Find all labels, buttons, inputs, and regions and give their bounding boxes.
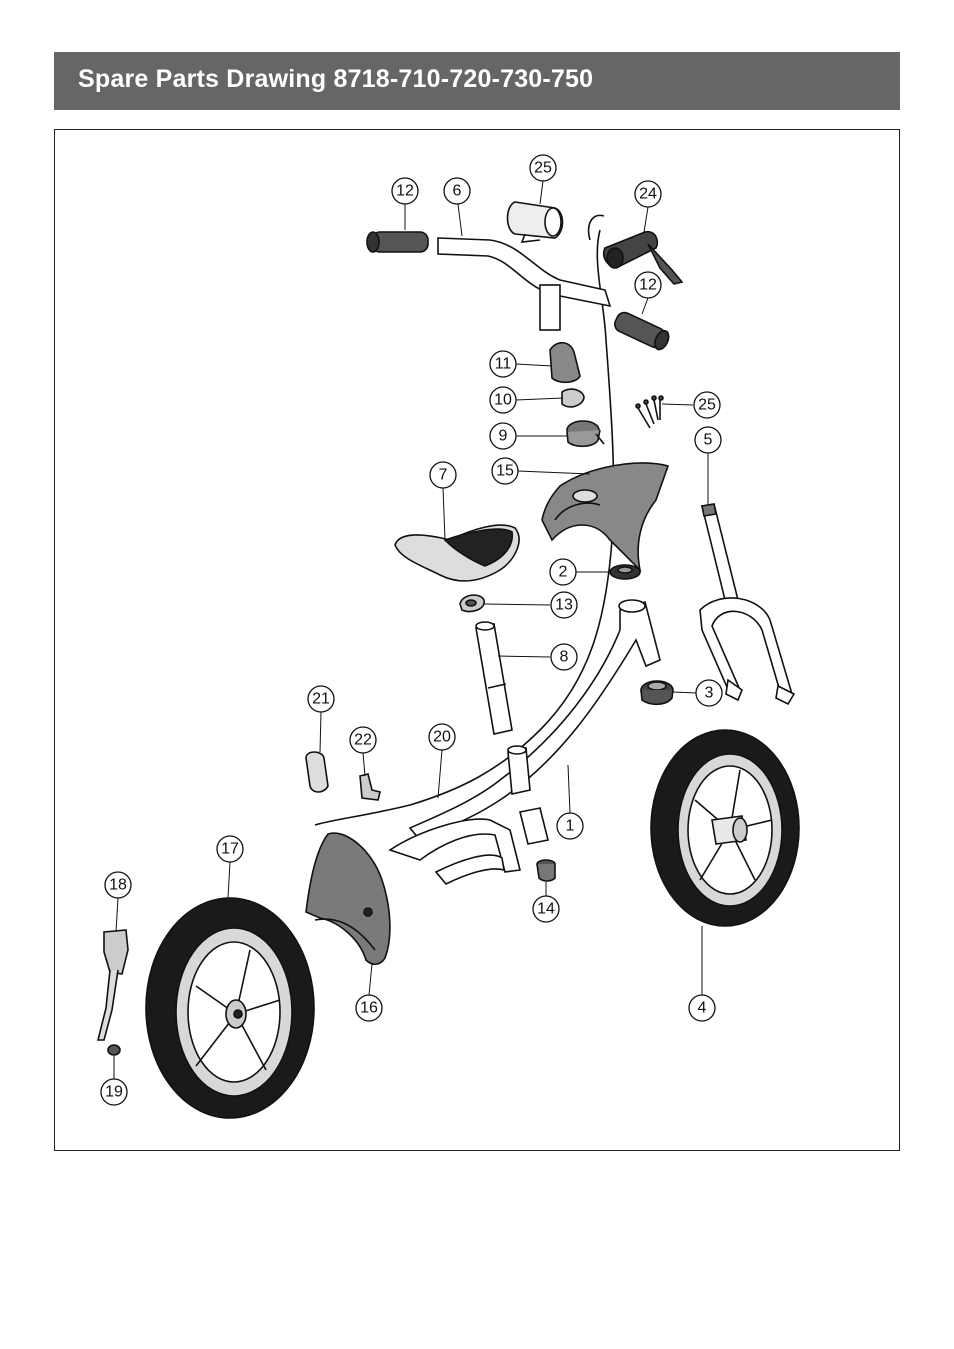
callout-label: 15 [496, 463, 514, 480]
seat-clamp [459, 594, 485, 613]
callout-14: 14 [532, 895, 560, 923]
callout-label: 3 [705, 685, 714, 702]
callout-label: 8 [560, 649, 569, 666]
callout-label: 1 [566, 818, 575, 835]
seat [394, 524, 520, 582]
title-bar: Spare Parts Drawing 8718-710-720-730-750 [54, 52, 900, 110]
callout-label: 13 [555, 597, 573, 614]
callout-label: 5 [704, 432, 713, 449]
callout-label: 10 [494, 392, 512, 409]
screw-set [635, 395, 664, 429]
callout-label: 18 [109, 877, 127, 894]
callout-12b: 12 [634, 271, 662, 299]
callout-label: 17 [221, 841, 239, 858]
rear-wheel [145, 897, 315, 1119]
callout-label: 14 [537, 901, 555, 918]
rear-fender [305, 832, 391, 966]
callout-15: 15 [491, 457, 519, 485]
bearing-cup-lower [640, 680, 674, 706]
callout-label: 12 [396, 183, 414, 200]
handlebar-sleeve [506, 201, 564, 243]
kickstand-nut [107, 1044, 121, 1056]
headset-bearing [566, 420, 605, 448]
callout-7: 7 [429, 461, 457, 489]
callout-label: 25 [698, 397, 716, 414]
callout-label: 16 [360, 1000, 378, 1017]
callout-23: 24 [634, 180, 662, 208]
callout-10: 10 [489, 386, 517, 414]
brake-cable [314, 229, 615, 826]
callout-2: 2 [549, 558, 577, 586]
callout-21: 21 [307, 685, 335, 713]
cable-bracket [305, 751, 329, 793]
callout-13: 13 [550, 591, 578, 619]
front-wheel [650, 729, 800, 927]
callout-12a: 12 [391, 177, 419, 205]
callout-label: 22 [354, 732, 372, 749]
callout-3: 3 [695, 679, 723, 707]
handlebar-stem [539, 284, 561, 331]
frame-cover [541, 462, 670, 573]
handlebar [437, 237, 612, 308]
grip-left [366, 231, 429, 253]
callout-label: 11 [495, 356, 512, 373]
main-frame [388, 599, 661, 885]
kickstand [96, 929, 129, 1041]
front-fork [699, 503, 796, 706]
cable-clip [359, 773, 381, 801]
callout-25: 25 [693, 391, 721, 419]
callout-label: 21 [312, 691, 330, 708]
callout-label: 6 [453, 183, 462, 200]
callout-9: 9 [489, 422, 517, 450]
drawing-frame [54, 129, 900, 1151]
callout-19: 19 [100, 1078, 128, 1106]
callout-label: 25 [534, 160, 552, 177]
callout-5: 5 [694, 426, 722, 454]
leader-lines [113, 180, 709, 1079]
seat-post [475, 621, 513, 735]
callout-label: 7 [439, 467, 448, 484]
callout-1: 1 [556, 812, 584, 840]
headset-cap [549, 341, 581, 384]
callout-6: 6 [443, 177, 471, 205]
callout-label: 2 [559, 564, 568, 581]
callout-24: 25 [529, 154, 557, 182]
callout-8: 8 [550, 643, 578, 671]
callout-label: 12 [639, 277, 657, 294]
stem-clamp [561, 388, 585, 408]
bearing-cup-upper [609, 564, 641, 580]
grip-right [614, 311, 670, 351]
callout-20: 20 [428, 723, 456, 751]
callout-label: 19 [105, 1084, 123, 1101]
callout-label: 9 [499, 428, 508, 445]
callout-label: 24 [639, 186, 657, 203]
callout-17: 17 [216, 835, 244, 863]
callout-label: 20 [433, 729, 451, 746]
callout-18: 18 [104, 871, 132, 899]
callout-22: 22 [349, 726, 377, 754]
brake-lever [587, 214, 684, 285]
callout-11: 11 [489, 350, 517, 378]
callout-4: 4 [688, 994, 716, 1022]
callout-16: 16 [355, 994, 383, 1022]
callout-label: 4 [698, 1000, 707, 1017]
bottom-bushing [536, 859, 556, 882]
page-title: Spare Parts Drawing 8718-710-720-730-750 [78, 65, 594, 93]
